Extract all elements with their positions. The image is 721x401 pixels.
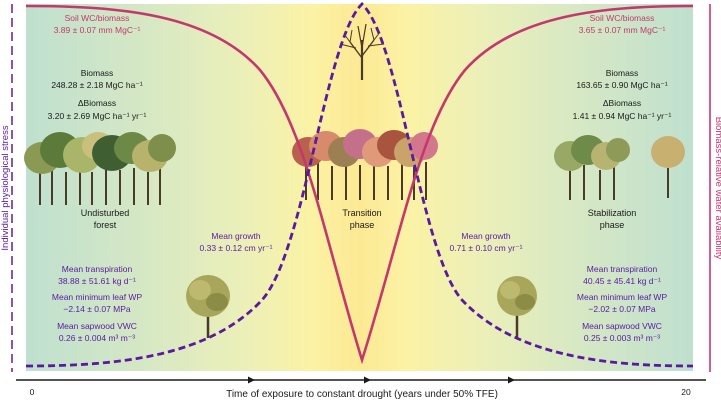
lone-tree-right-icon [497,276,537,338]
x-axis-arrow-1 [248,376,255,384]
right-leaf-wp-value: −2.02 ± 0.07 MPa [588,304,656,314]
lone-tree-left-icon [186,275,230,338]
left-leaf-wp-value: −2.14 ± 0.07 MPa [63,304,131,314]
left-axis-label: Individual physiological stress [0,125,11,250]
right-delta-biomass-label: ΔBiomass [603,98,641,108]
x-axis-end-tick: 20 [681,387,691,397]
right-sapwood-vwc-value: 0.25 ± 0.003 m³ m⁻³ [584,333,660,343]
right-growth-label: Mean growth [461,231,510,241]
center-phase-label-line1: Transition [342,208,381,218]
x-axis-arrow-2 [364,376,371,384]
x-axis-arrow-3 [508,376,515,384]
left-sapwood-vwc-label: Mean sapwood VWC [57,321,137,331]
left-phase-label-line2: forest [94,220,117,230]
x-axis-label: Time of exposure to constant drought (ye… [226,389,498,400]
center-phase-label-line2: phase [350,220,375,230]
left-sapwood-vwc-value: 0.26 ± 0.004 m³ m⁻³ [59,333,135,343]
forest-trees-icon [24,132,176,205]
left-leaf-wp-label: Mean minimum leaf WP [52,292,143,302]
left-transpiration-label: Mean transpiration [62,264,133,274]
stabilization-trees-icon [554,135,685,200]
right-leaf-wp-label: Mean minimum leaf WP [577,292,668,302]
left-biomass-value: 248.28 ± 2.18 MgC ha⁻¹ [51,80,143,90]
left-soil-label: Soil WC/biomass [65,13,130,23]
right-biomass-value: 163.65 ± 0.90 MgC ha⁻¹ [576,80,668,90]
right-sapwood-vwc-label: Mean sapwood VWC [582,321,662,331]
right-phase-label-line2: phase [600,220,625,230]
left-growth-value: 0.33 ± 0.12 cm yr⁻¹ [200,243,273,253]
left-transpiration-value: 38.88 ± 51.61 kg d⁻¹ [58,276,136,286]
right-soil-label: Soil WC/biomass [590,13,655,23]
right-biomass-label: Biomass [606,68,639,78]
water-availability-curve [25,4,694,365]
x-axis-start-tick: 0 [30,387,35,397]
left-delta-biomass-label: ΔBiomass [78,98,116,108]
right-axis-label: Biomass-relative water availability [713,117,721,260]
left-phase-label-line1: Undisturbed [81,208,130,218]
right-growth-value: 0.71 ± 0.10 cm yr⁻¹ [450,243,523,253]
right-transpiration-value: 40.45 ± 45.41 kg d⁻¹ [583,276,661,286]
left-soil-value: 3.89 ± 0.07 mm MgC⁻¹ [54,25,141,35]
transition-trees-icon [292,129,438,200]
right-transpiration-label: Mean transpiration [587,264,658,274]
physiological-stress-curve [25,2,694,368]
left-growth-label: Mean growth [211,231,260,241]
left-delta-biomass-value: 3.20 ± 2.69 MgC ha⁻¹ yr⁻¹ [48,111,147,121]
right-phase-label-line1: Stabilization [588,208,637,218]
right-soil-value: 3.65 ± 0.07 mm MgC⁻¹ [579,25,666,35]
right-delta-biomass-value: 1.41 ± 0.94 MgC ha⁻¹ yr⁻¹ [573,111,672,121]
left-biomass-label: Biomass [81,68,114,78]
